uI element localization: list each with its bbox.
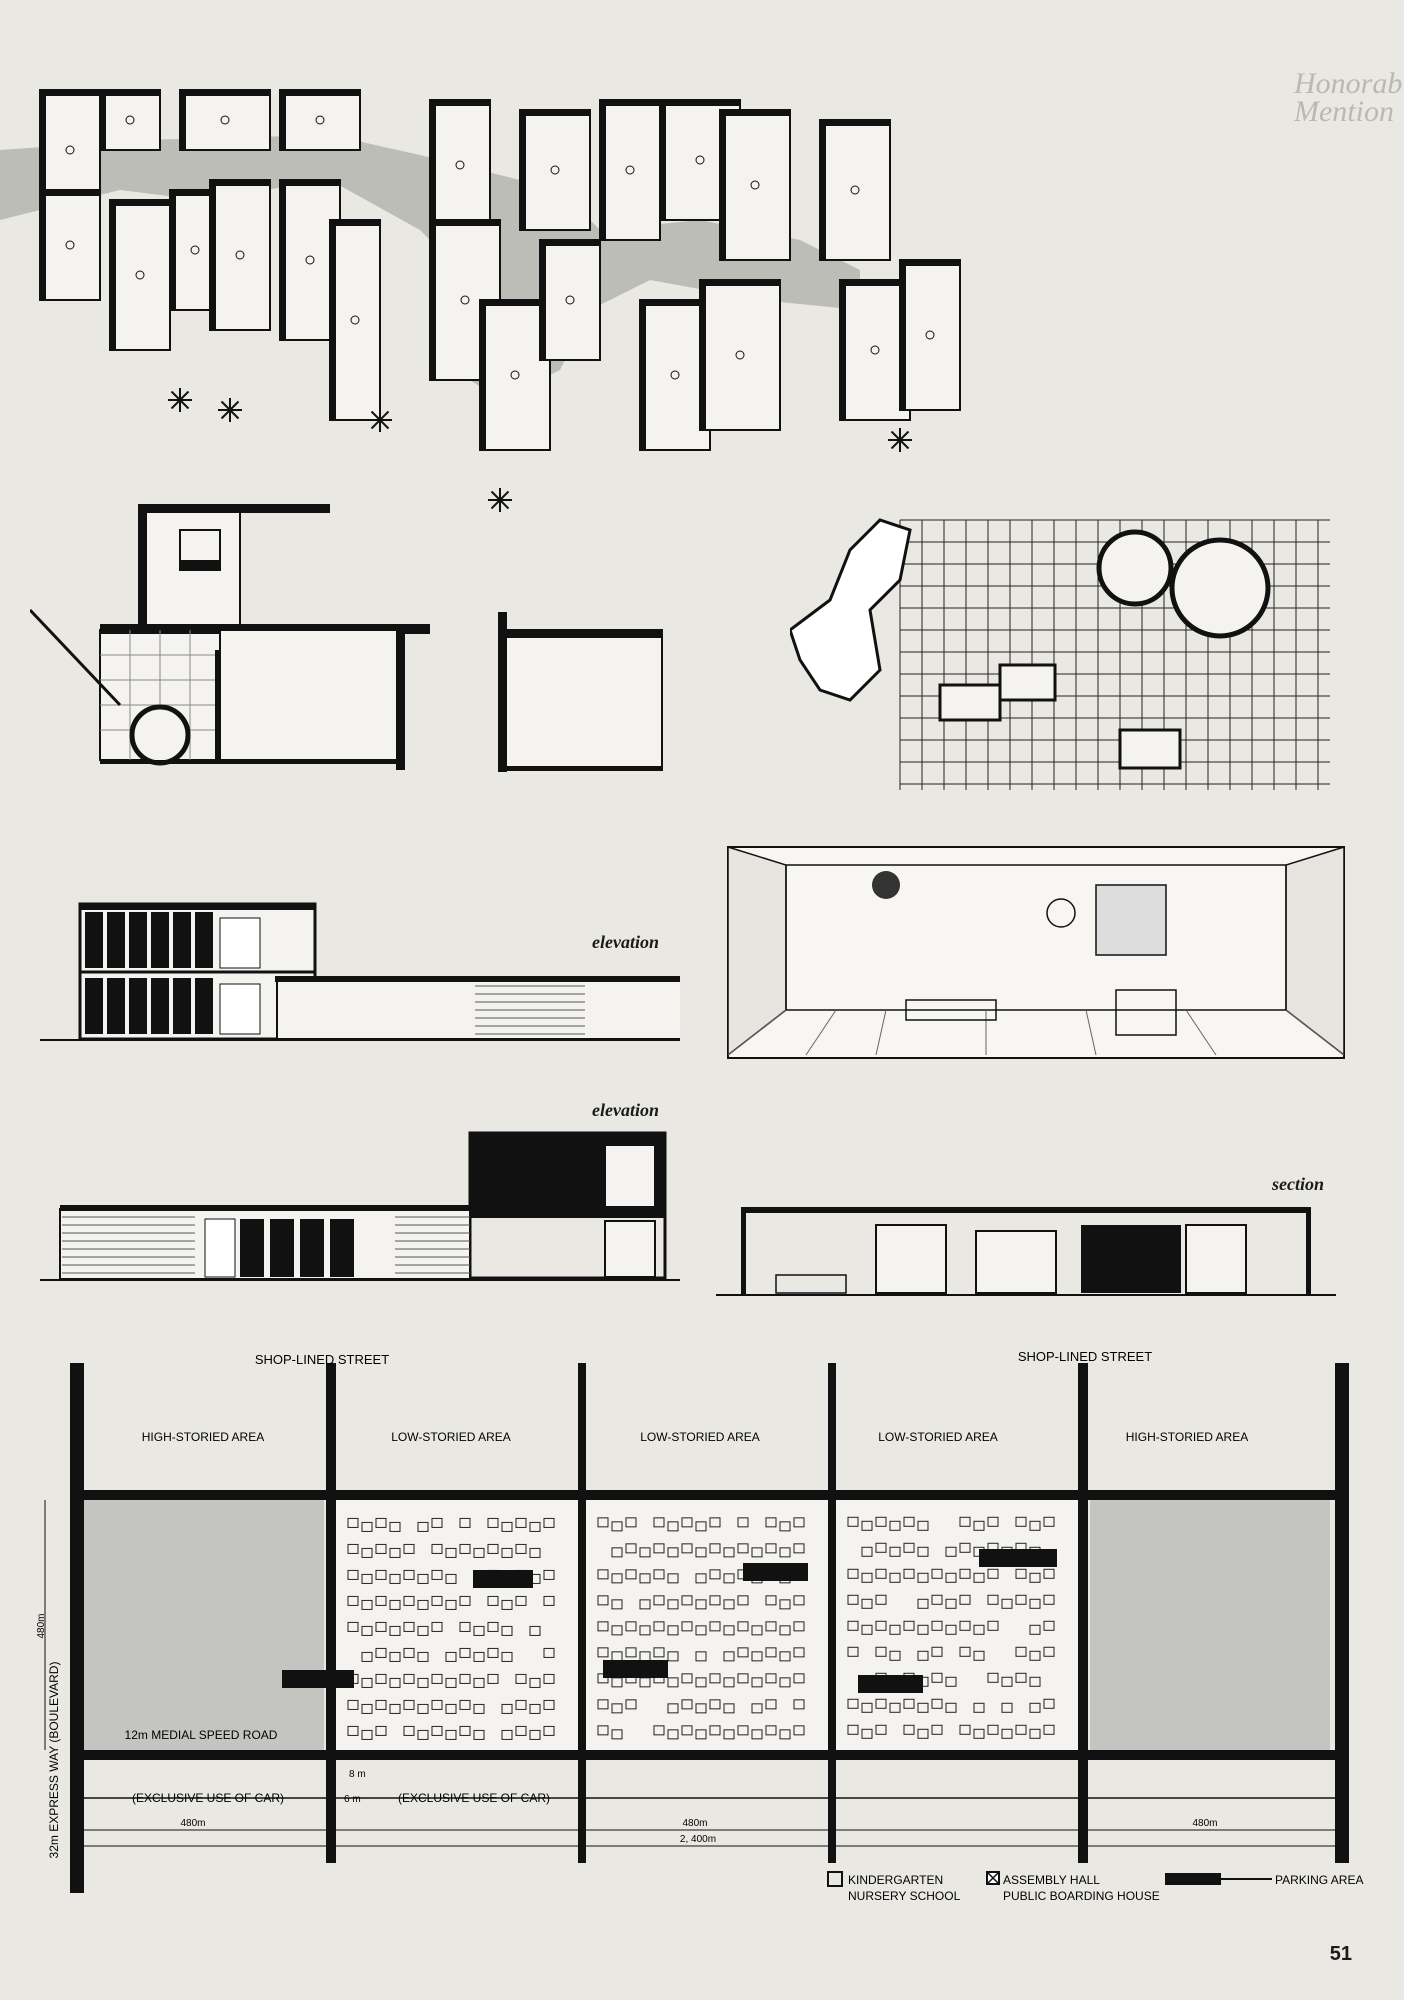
road-width-6m: 6 m — [344, 1794, 361, 1805]
legend-nursery: NURSERY SCHOOL — [848, 1889, 961, 1903]
zone-label-4: LOW-STORIED AREA — [878, 1430, 998, 1444]
dimension-right: 480m — [1192, 1818, 1217, 1829]
zone-label-3: LOW-STORIED AREA — [640, 1430, 760, 1444]
housing-cluster-plan — [0, 80, 1080, 550]
elevation-label-1: elevation — [592, 932, 659, 953]
zone-label-1: HIGH-STORIED AREA — [142, 1430, 264, 1444]
legend-boarding: PUBLIC BOARDING HOUSE — [1003, 1889, 1160, 1903]
medial-road-label: 12m MEDIAL SPEED ROAD — [125, 1728, 278, 1742]
car-use-label-right: (EXCLUSIVE USE OF CAR) — [398, 1791, 550, 1805]
high-storied-block-left — [84, 1500, 324, 1750]
bleed-through-title: Honorable Mention — [1294, 70, 1404, 126]
small-unit-plan — [480, 590, 700, 790]
unit-plan — [30, 490, 430, 780]
expressway-label: 32m EXPRESS WAY (BOULEVARD) — [47, 1662, 61, 1859]
site-plan: SHOP-LINED STREET SHOP-LINED STREET HIGH… — [0, 1350, 1404, 1910]
dimension-total: 2, 400m — [680, 1834, 716, 1845]
car-use-label-left: (EXCLUSIVE USE OF CAR) — [132, 1791, 284, 1805]
street-label-left: SHOP-LINED STREET — [255, 1352, 389, 1367]
legend-parking: PARKING AREA — [1275, 1873, 1363, 1887]
road-width-8m: 8 m — [349, 1769, 366, 1780]
kindergarten-icon — [828, 1872, 842, 1886]
dimension-middle: 480m — [682, 1818, 707, 1829]
zone-label-2: LOW-STORIED AREA — [391, 1430, 511, 1444]
zone-label-5: HIGH-STORIED AREA — [1126, 1430, 1248, 1444]
section-drawing — [716, 1195, 1336, 1300]
parking-area-icon — [1165, 1873, 1221, 1885]
high-storied-block-right — [1090, 1500, 1330, 1750]
dimension-height: 480m — [36, 1613, 47, 1638]
page-number: 51 — [1330, 1943, 1352, 1966]
street-label-right: SHOP-LINED STREET — [1018, 1350, 1152, 1364]
legend-assembly: ASSEMBLY HALL — [1003, 1873, 1100, 1887]
elevation-label-2: elevation — [592, 1100, 659, 1121]
interior-perspective — [726, 845, 1346, 1060]
elevation-drawing-2 — [40, 1125, 680, 1295]
plaza-plan — [790, 490, 1330, 790]
section-label: section — [1272, 1174, 1324, 1195]
elevation-drawing-1 — [40, 890, 680, 1060]
legend-kindergarten: KINDERGARTEN — [848, 1873, 943, 1887]
dimension-left: 480m — [180, 1818, 205, 1829]
expressway — [70, 1363, 84, 1893]
